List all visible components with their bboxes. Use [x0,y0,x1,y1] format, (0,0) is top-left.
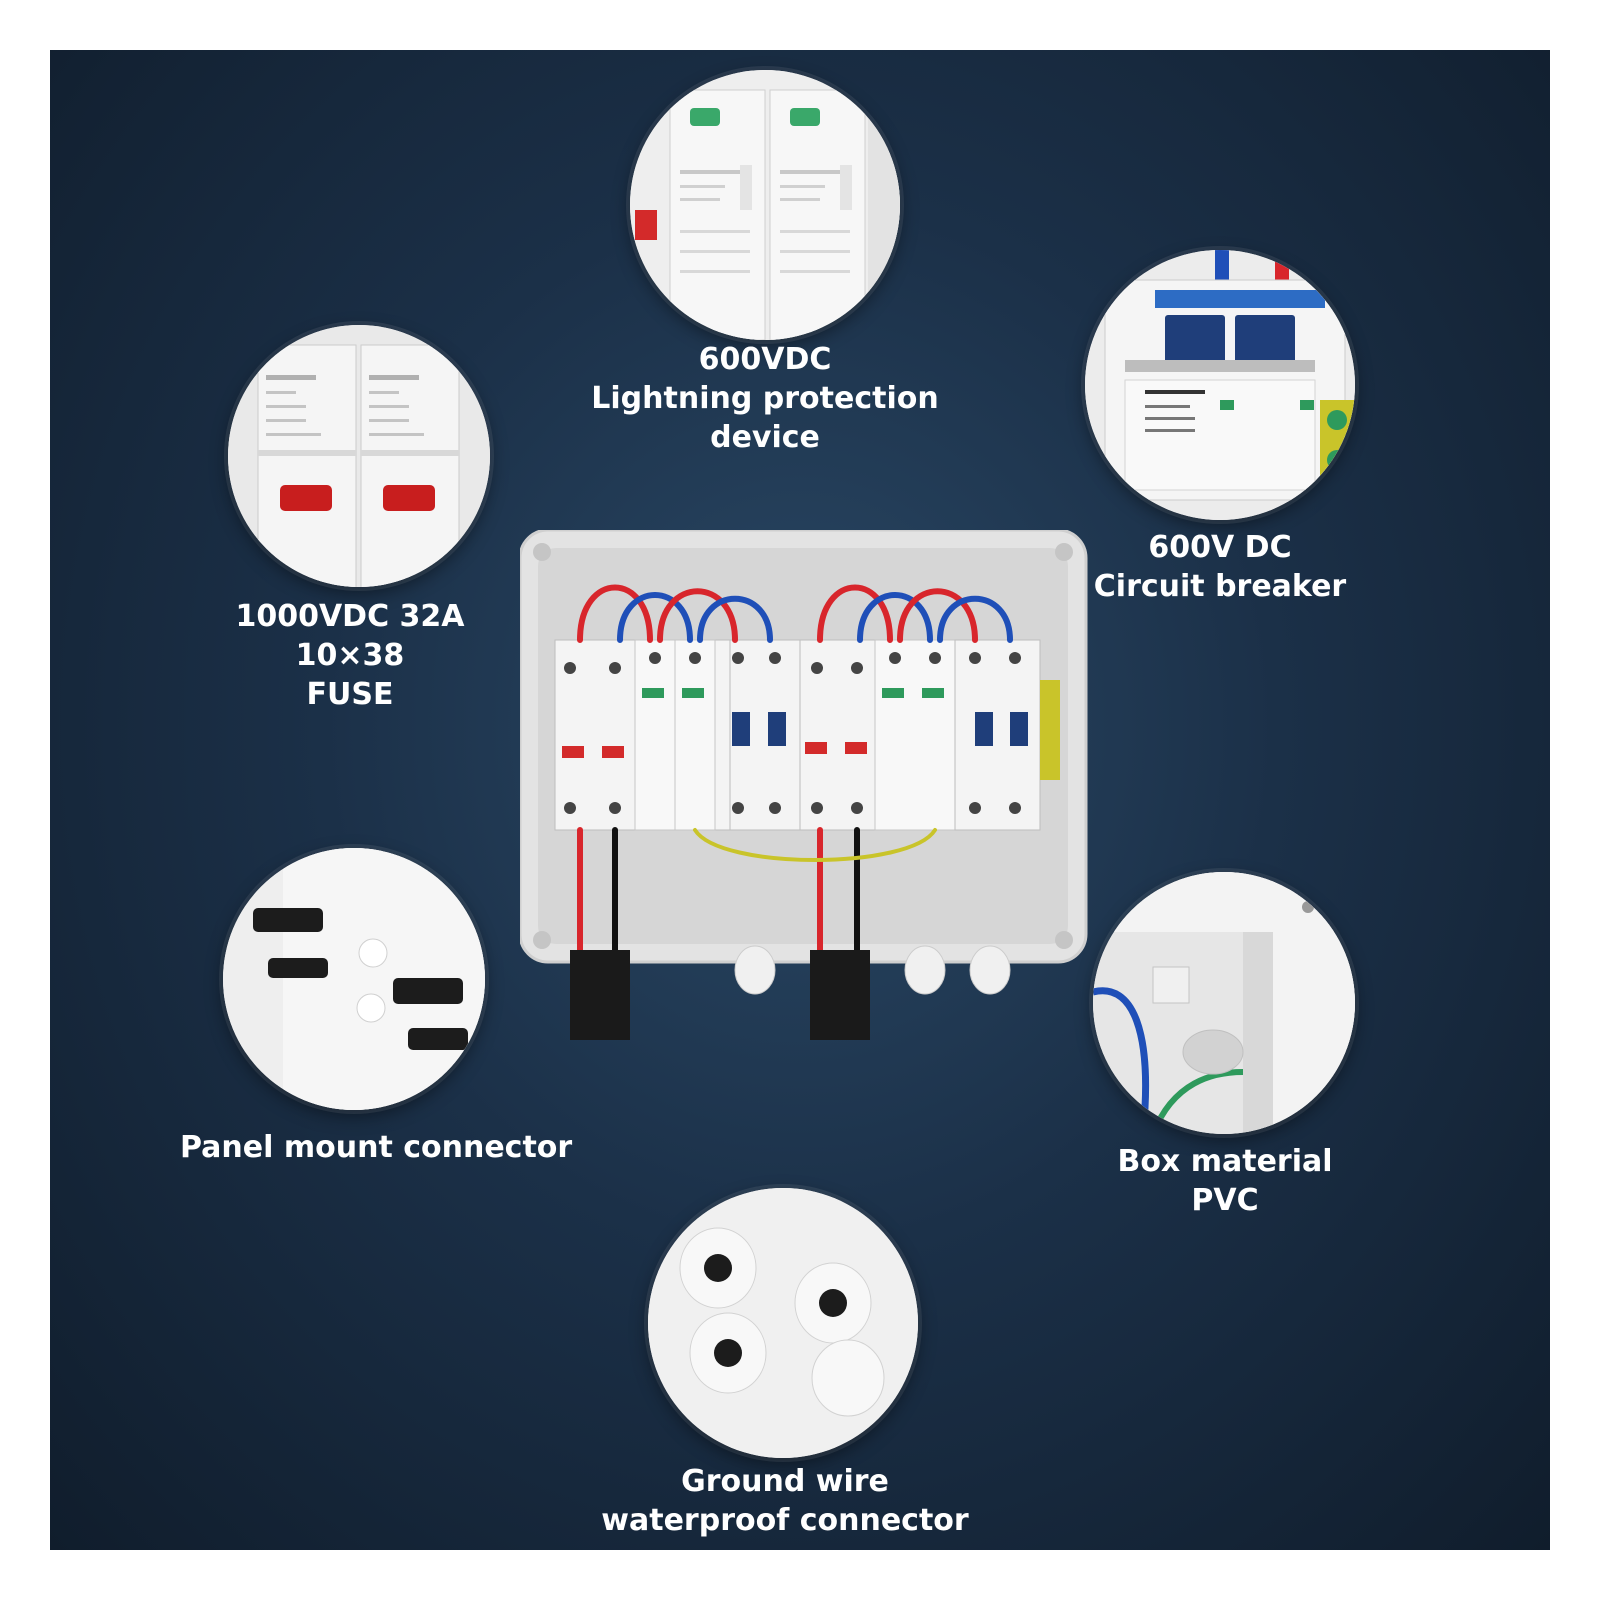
waterproof-connector-image [648,1188,918,1458]
box-material-caption: Box material PVC [1117,1144,1333,1218]
fuse-closeup-image [228,325,490,587]
circuit-breaker-caption: 600V DC Circuit breaker [1093,530,1347,604]
box-material-closeup-image [1093,872,1355,1134]
fuse-caption: 1000VDC 32A 10×38 FUSE [235,599,465,712]
spd-closeup-image [630,70,900,340]
circuit-breaker-closeup-image [1085,250,1355,520]
panel-mount-connector-image [223,848,485,1110]
spd-caption: 600VDC Lightning protection device [591,342,939,455]
waterproof-connector-caption: Ground wire waterproof connector [601,1464,969,1538]
panel-mount-connector-caption: Panel mount connector [180,1130,573,1165]
combiner-box-image [518,528,1100,1070]
